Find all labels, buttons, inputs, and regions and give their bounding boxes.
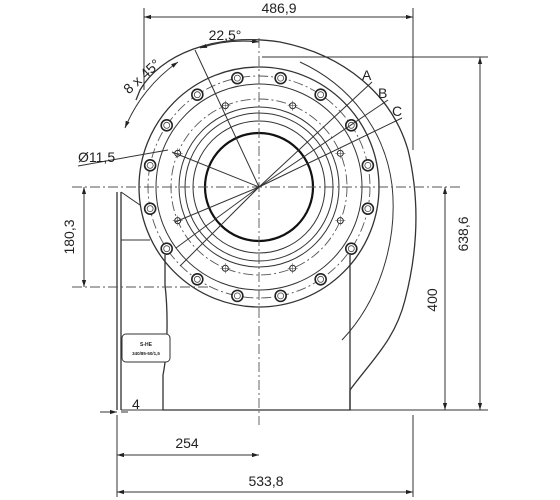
section-label-a: A [362,67,372,83]
outer-bolt-hole-inner [233,74,241,82]
angle-arc-45 [124,61,179,129]
section-line-c [258,117,403,188]
nameplate: S-HE 340/85-50/1,5 [121,333,171,363]
dim-left-height: 180,3 [61,187,87,287]
outer-bolt-hole [191,272,204,286]
outer-bolt-hole-inner [163,245,171,253]
dim-text-left-height: 180,3 [61,219,77,254]
dim-center-offset: 254 [117,435,259,458]
outer-bolt-hole-inner [146,161,154,169]
outer-bolt-hole-inner [317,275,325,283]
outer-bolt-hole [274,71,287,85]
diag-line-nw [171,151,260,188]
dim-text-400: 400 [424,288,440,312]
dim-text-angle-top: 22,5° [209,27,242,43]
diag-line-w [174,186,260,223]
volute-inner-line [299,61,394,341]
outer-bolt-hole-inner [193,275,201,283]
outer-bolt-hole [314,272,327,286]
dim-right-inner-height: 400 [424,187,448,410]
outer-bolt-hole-inner [146,205,154,213]
dim-text-bolt-pattern: 8 x 45° [120,56,163,97]
outer-bolt-hole [344,242,358,255]
flange-top-edge [120,191,141,206]
section-label-b: B [378,85,387,101]
outer-bolt-hole [314,88,327,102]
outer-bolt-hole [361,202,375,215]
nameplate-line-1: S-HE [140,342,153,348]
dim-text-hole-diameter: Ø11,5 [78,149,115,165]
outer-bolt-hole [231,71,244,85]
dim-text-flange-thickness: 4 [132,396,140,412]
outer-bolt-hole [361,159,375,172]
dim-text-top-width: 486,9 [261,0,296,16]
angle-ref-line [194,49,260,188]
outer-bolt-hole [191,88,204,102]
dim-text-right-height: 638,6 [455,216,471,251]
angle-arc-22 [199,39,260,49]
nameplate-line-2: 340/85-50/1,5 [132,351,160,356]
outer-bolt-hole-inner [364,205,372,213]
center-lines [72,38,460,425]
hole-leader [77,149,169,167]
section-lines: A B C [258,67,403,188]
dim-angles: 22,5° 8 x 45° Ø11,5 [77,27,260,188]
outer-bolt-hole-inner [364,161,372,169]
dim-text-center-offset: 254 [175,435,199,451]
outer-bolt-hole [160,119,174,132]
outer-bolt-hole-inner [277,292,285,300]
section-line-b [258,99,389,188]
dim-flange-thickness: 4 [100,396,140,415]
outer-bolt-hole [231,289,244,303]
inner-bolt-holes [172,100,346,274]
dim-right-height: 638,6 [262,56,488,411]
outer-bolt-hole-inner [193,91,201,99]
section-line-a [258,81,373,188]
diag-line-wsw [175,186,260,249]
nameplate-box [121,333,171,363]
outer-bolt-hole-inner [277,74,285,82]
diag-line-sw [179,186,260,267]
outer-bolt-hole [274,289,287,303]
dim-text-bottom-width: 533,8 [248,473,283,489]
outer-bolt-hole [160,242,174,255]
outer-bolt-hole-inner [317,91,325,99]
outer-bolt-hole [143,202,157,215]
outer-bolt-hole-inner [347,121,355,129]
dim-bottom-width: 533,8 [116,415,414,497]
outer-bolt-holes [143,71,375,303]
outer-bolt-hole-inner [347,245,355,253]
section-label-c: C [392,103,402,119]
outer-bolt-hole [143,159,157,172]
outer-bolt-hole-inner [233,292,241,300]
